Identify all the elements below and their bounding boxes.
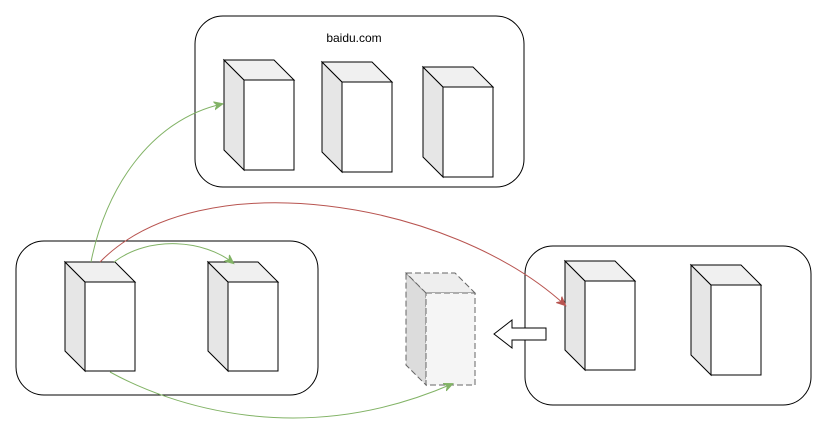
group-right[interactable]: [524, 245, 812, 406]
server-cube-icon[interactable]: [63, 260, 137, 373]
connector-left-to-baidu[interactable]: [90, 104, 222, 263]
group-baidu-label: baidu.com: [326, 31, 381, 45]
connector-left-to-left-server[interactable]: [113, 243, 233, 263]
server-cube-icon[interactable]: [421, 65, 495, 179]
server-cube-icon[interactable]: [222, 58, 296, 172]
server-cube-icon[interactable]: [563, 259, 637, 372]
connector-left-to-ghost-server[interactable]: [109, 371, 452, 419]
connector-left-to-right-server[interactable]: [99, 202, 565, 305]
hollow-left-arrow-icon[interactable]: [493, 318, 547, 350]
server-cube-icon[interactable]: [320, 60, 394, 174]
server-cube-icon[interactable]: [206, 260, 280, 373]
ghost-server-cube-icon[interactable]: [404, 271, 477, 387]
group-left[interactable]: [15, 240, 319, 396]
server-cube-icon[interactable]: [689, 263, 763, 377]
group-baidu[interactable]: baidu.com: [194, 15, 525, 188]
